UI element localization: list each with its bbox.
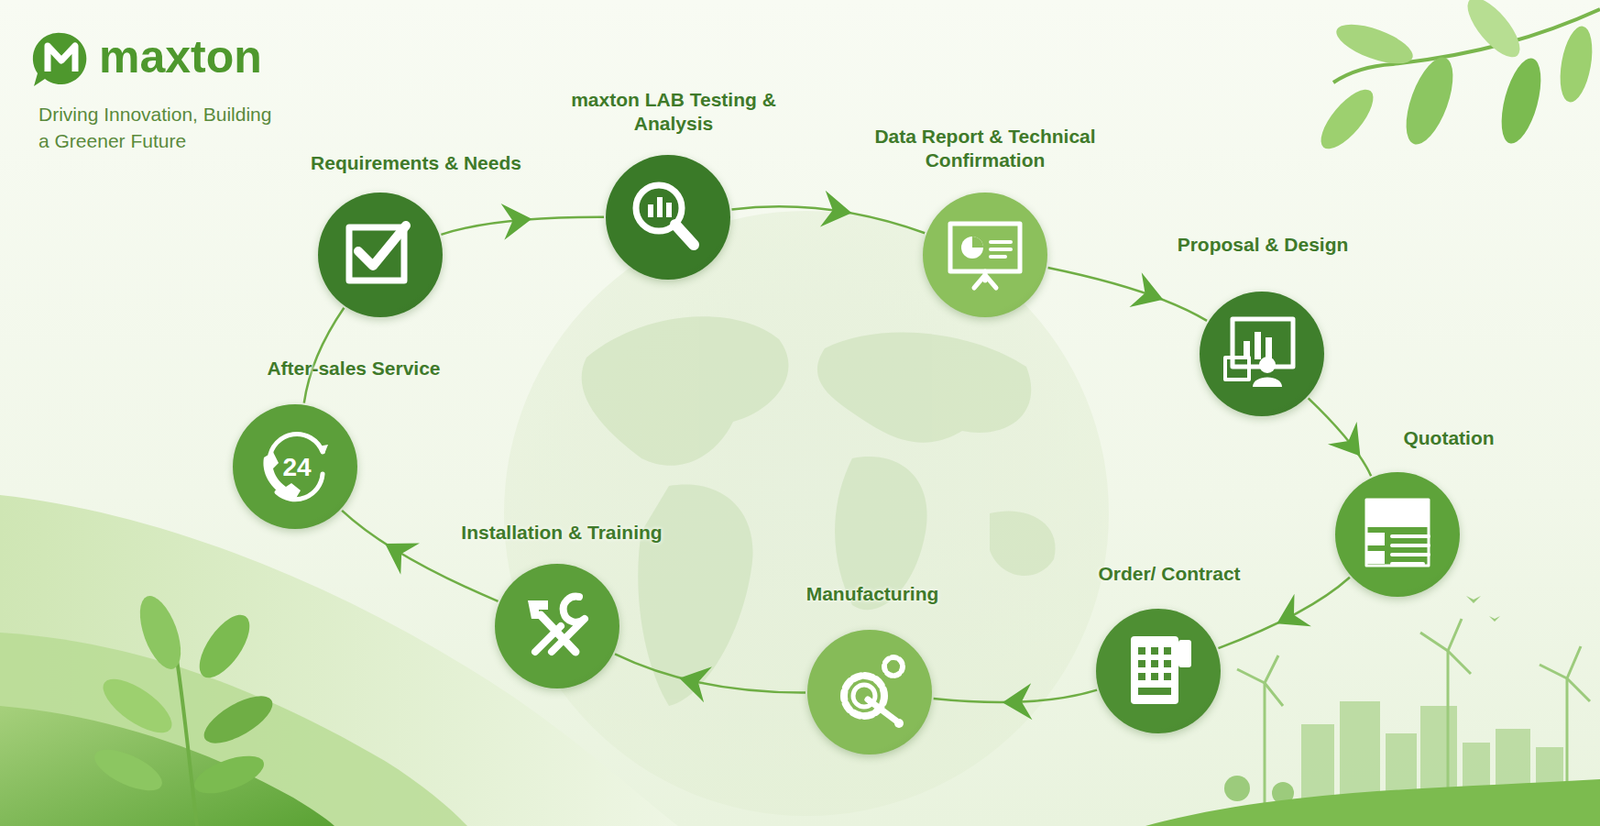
icon-number: 24 (282, 453, 311, 482)
chevron-arrowhead (1128, 272, 1169, 317)
flow-connector (440, 200, 604, 241)
process-circle: Installation & Training (494, 563, 620, 689)
flow-connector (933, 682, 1097, 721)
flow-connector (1048, 267, 1207, 321)
step-icon (494, 563, 620, 689)
chevron-arrowhead (375, 527, 420, 575)
flow-connector (1308, 397, 1376, 476)
step-label: Quotation (1402, 426, 1494, 450)
process-circle: Order/ Contract (1095, 608, 1221, 734)
chevron-arrowhead (820, 190, 855, 231)
chevron-arrowhead (1268, 593, 1312, 640)
chevron-arrowhead (501, 200, 535, 241)
connector-line (1308, 397, 1371, 476)
step-icon (922, 192, 1048, 318)
chevron-arrowhead (1327, 421, 1375, 468)
step-label: Requirements & Needs (310, 151, 522, 176)
process-circle: Proposal & Design (1199, 291, 1325, 417)
step-icon (1095, 608, 1221, 734)
process-circle: Data Report & Technical Confirmation (922, 192, 1048, 318)
step-icon (1199, 291, 1325, 417)
step-icon (605, 154, 731, 280)
step-label: Data Report & Technical Confirmation (861, 124, 1109, 173)
step-label: Order/ Contract (1097, 561, 1240, 586)
flow-connector (1217, 577, 1349, 648)
step-label: Proposal & Design (1177, 232, 1349, 257)
process-circle: Quotation (1335, 471, 1460, 597)
step-label: Manufacturing (806, 581, 940, 606)
step-label: Installation & Training (460, 520, 662, 545)
brand-title: maxton (98, 29, 263, 85)
connector-line (304, 307, 345, 404)
step-label: maxton LAB Testing & Analysis (558, 87, 789, 136)
flow-connector (731, 190, 925, 233)
flow-connector (304, 307, 345, 404)
step-label: After-sales Service (266, 356, 440, 381)
step-icon (1335, 471, 1460, 597)
step-icon (317, 192, 443, 318)
process-circle: Requirements & Needs (317, 192, 443, 318)
connector-line (1048, 267, 1207, 321)
process-circle: maxton LAB Testing & Analysis (605, 154, 731, 280)
step-icon (807, 629, 932, 755)
connector-line (1217, 577, 1349, 648)
process-circle: Manufacturing (807, 629, 932, 755)
tagline: Driving Innovation, Building a Greener F… (38, 100, 277, 154)
chevron-arrowhead (675, 659, 713, 702)
chevron-arrowhead (1001, 682, 1032, 721)
connector-line (614, 653, 806, 692)
flow-connector (614, 653, 806, 702)
